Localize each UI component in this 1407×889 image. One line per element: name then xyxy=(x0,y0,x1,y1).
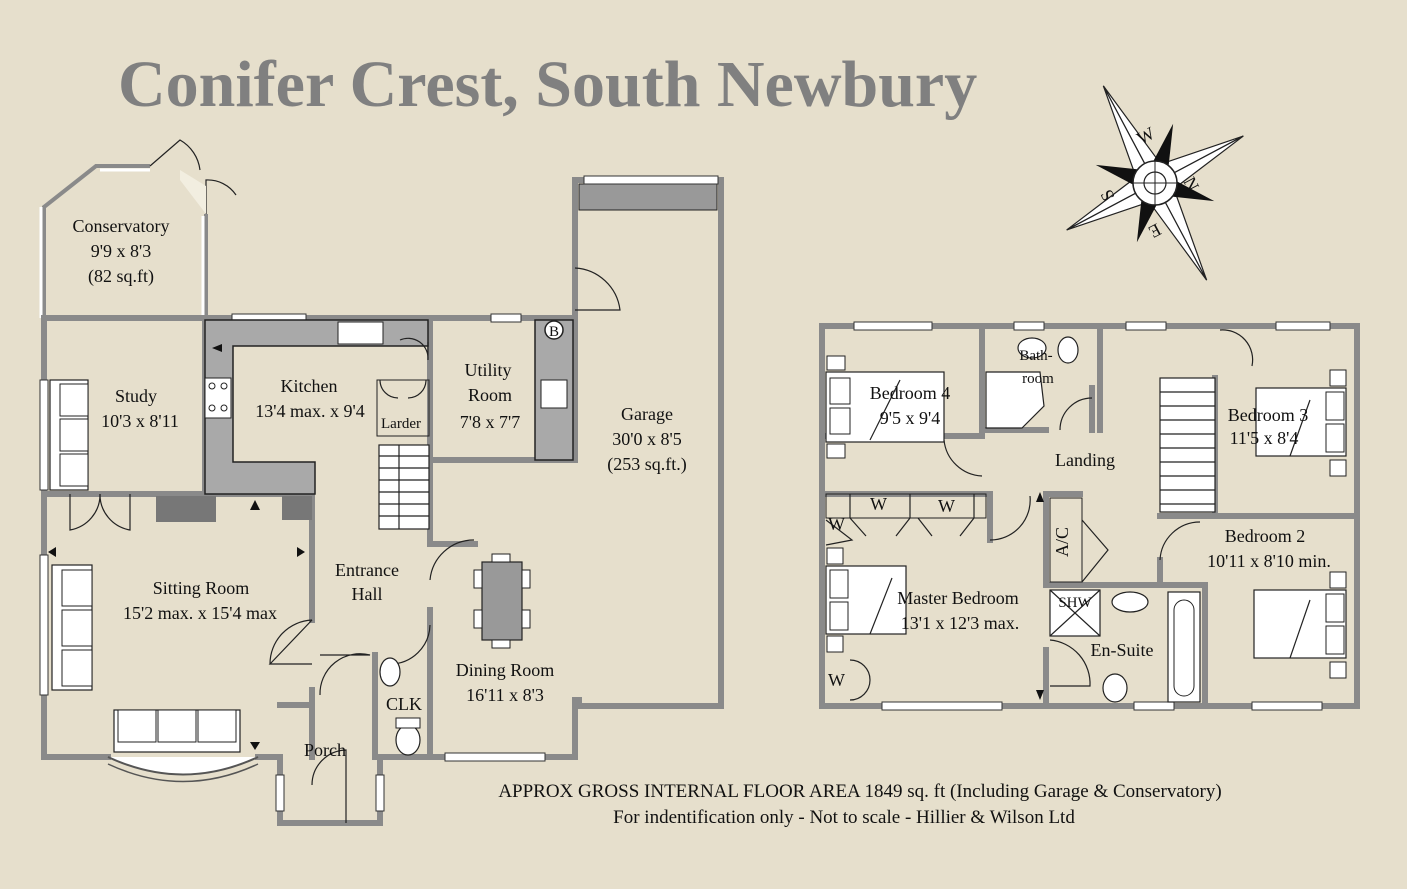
label-garage: Garage 30'0 x 8'5 (253 sq.ft.) xyxy=(607,404,687,475)
svg-text:Dining Room: Dining Room xyxy=(456,660,555,680)
label-clk: CLK xyxy=(386,694,422,714)
label-sitting-room: Sitting Room 15'2 max. x 15'4 max xyxy=(123,578,277,623)
bed-bedroom3 xyxy=(1255,369,1347,477)
svg-text:11'5 x 8'4: 11'5 x 8'4 xyxy=(1230,428,1299,448)
label-wardrobe-3: W xyxy=(828,514,845,534)
bed-bedroom2 xyxy=(1253,571,1347,679)
svg-text:15'2 max. x 15'4 max: 15'2 max. x 15'4 max xyxy=(123,603,277,623)
study-sofa xyxy=(49,379,89,491)
label-en-suite: En-Suite xyxy=(1091,640,1154,660)
svg-text:room: room xyxy=(1022,371,1054,387)
compass-rose: W N S E xyxy=(1066,85,1244,281)
label-conservatory: Conservatory 9'9 x 8'3 (82 sq.ft) xyxy=(73,216,170,287)
label-porch: Porch xyxy=(304,740,346,760)
svg-text:Bedroom 2: Bedroom 2 xyxy=(1225,526,1306,546)
svg-text:13'4 max. x 9'4: 13'4 max. x 9'4 xyxy=(255,401,364,421)
label-bedroom2: Bedroom 2 10'11 x 8'10 min. xyxy=(1207,526,1331,571)
label-entrance-hall: Entrance Hall xyxy=(335,560,399,604)
svg-text:Bedroom 4: Bedroom 4 xyxy=(870,383,951,403)
label-master-bedroom: Master Bedroom 13'1 x 12'3 max. xyxy=(897,588,1019,633)
dining-table xyxy=(473,553,531,649)
svg-text:Study: Study xyxy=(115,386,157,406)
bed-bedroom4 xyxy=(825,355,945,459)
label-bedroom3: Bedroom 3 11'5 x 8'4 xyxy=(1228,405,1309,448)
sofa-bottom xyxy=(113,709,241,753)
svg-text:Utility: Utility xyxy=(464,360,511,380)
svg-text:(253 sq.ft.): (253 sq.ft.) xyxy=(607,454,687,475)
svg-text:7'8 x 7'7: 7'8 x 7'7 xyxy=(460,412,521,432)
ground-floor: B xyxy=(39,139,724,826)
svg-text:Master Bedroom: Master Bedroom xyxy=(897,588,1018,608)
svg-text:9'5 x 9'4: 9'5 x 9'4 xyxy=(880,408,941,428)
compass-e-label: E xyxy=(1145,219,1164,242)
label-wardrobe-1: W xyxy=(870,494,887,514)
svg-text:Bedroom 3: Bedroom 3 xyxy=(1228,405,1309,425)
svg-text:Hall: Hall xyxy=(352,584,383,604)
svg-text:(82 sq.ft): (82 sq.ft) xyxy=(88,266,154,287)
page-title: Conifer Crest, South Newbury xyxy=(118,48,977,121)
svg-text:Conservatory: Conservatory xyxy=(73,216,170,236)
svg-text:Bath-: Bath- xyxy=(1019,348,1052,364)
label-bathroom: Bath- room xyxy=(1019,348,1054,387)
svg-text:30'0 x 8'5: 30'0 x 8'5 xyxy=(612,429,682,449)
label-airing-cupboard: A/C xyxy=(1052,527,1072,557)
svg-text:Entrance: Entrance xyxy=(335,560,399,580)
label-dining-room: Dining Room 16'11 x 8'3 xyxy=(456,660,555,705)
svg-text:Sitting Room: Sitting Room xyxy=(153,578,250,598)
svg-text:16'11 x 8'3: 16'11 x 8'3 xyxy=(466,685,544,705)
label-larder: Larder xyxy=(381,416,421,432)
svg-text:10'11 x 8'10 min.: 10'11 x 8'10 min. xyxy=(1207,551,1331,571)
first-stairs xyxy=(1159,377,1216,513)
label-wardrobe-4: W xyxy=(828,670,845,690)
ground-stairs xyxy=(378,444,430,530)
svg-text:Kitchen: Kitchen xyxy=(281,376,338,396)
label-landing: Landing xyxy=(1055,450,1115,470)
svg-text:10'3 x 8'11: 10'3 x 8'11 xyxy=(101,411,179,431)
label-kitchen: Kitchen 13'4 max. x 9'4 xyxy=(255,376,364,421)
svg-text:13'1 x 12'3 max.: 13'1 x 12'3 max. xyxy=(901,613,1019,633)
svg-text:Garage: Garage xyxy=(621,404,673,424)
disclaimer-note: For indentification only - Not to scale … xyxy=(613,807,1075,828)
label-utility: Utility Room 7'8 x 7'7 xyxy=(460,360,521,432)
label-bedroom4: Bedroom 4 9'5 x 9'4 xyxy=(870,383,951,428)
svg-text:Room: Room xyxy=(468,385,512,405)
label-study: Study 10'3 x 8'11 xyxy=(101,386,179,431)
bed-master xyxy=(825,547,907,653)
first-floor: Bedroom 4 9'5 x 9'4 Bath- room Bedroom 3… xyxy=(819,321,1360,711)
sofa-left xyxy=(51,564,93,691)
floor-area-note: APPROX GROSS INTERNAL FLOOR AREA 1849 sq… xyxy=(498,781,1221,802)
svg-text:9'9 x 8'3: 9'9 x 8'3 xyxy=(91,241,152,261)
label-shower: SHW xyxy=(1058,595,1092,611)
boiler-label: B xyxy=(549,324,559,340)
label-wardrobe-2: W xyxy=(938,496,955,516)
